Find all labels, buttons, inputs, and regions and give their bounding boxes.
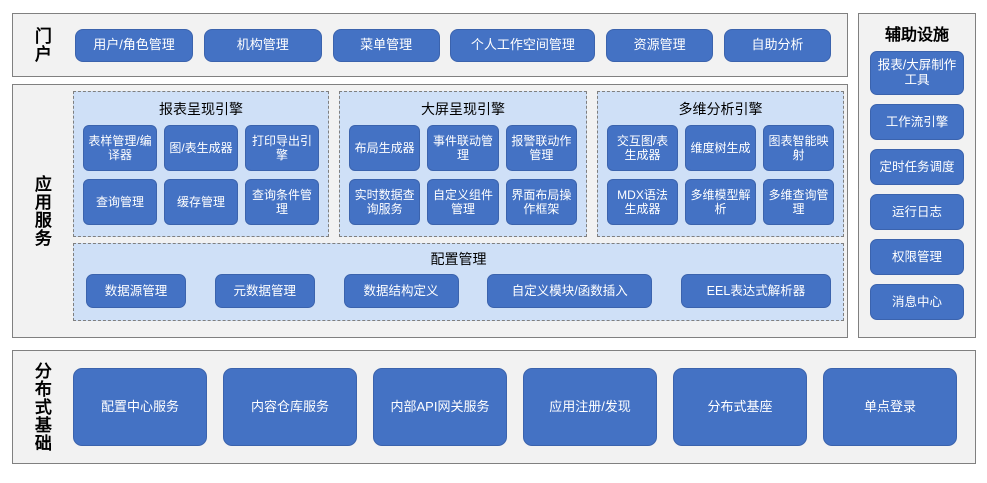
configuration-management-title: 配置管理 (430, 251, 487, 267)
engine-item-realtime-data-query-service[interactable]: 实时数据查询服务 (349, 179, 421, 225)
aux-item-runtime-log[interactable]: 运行日志 (870, 194, 964, 230)
distributed-base-section: 分布式基础 配置中心服务 内容仓库服务 内部API网关服务 应用注册/发现 分布… (12, 350, 976, 464)
portal-button-menu-management[interactable]: 菜单管理 (332, 28, 440, 62)
multidimensional-analysis-engine-group: 多维分析引擎 交互图/表生成器 维度树生成 图表智能映射 MDX语法生成器 多维… (597, 91, 844, 237)
large-screen-rendering-engine-items: 布局生成器 事件联动管理 报警联动作管理 实时数据查询服务 自定义组件管理 界面… (340, 125, 586, 233)
application-services-content: 报表呈现引擎 表样管理/编译器 图/表生成器 打印导出引擎 查询管理 缓存管理 … (73, 91, 844, 331)
portal-button-group: 用户/角色管理 机构管理 菜单管理 个人工作空间管理 资源管理 自助分析 (73, 14, 837, 76)
aux-item-workflow-engine[interactable]: 工作流引擎 (870, 104, 964, 140)
configuration-management-group: 配置管理 数据源管理 元数据管理 数据结构定义 自定义模块/函数插入 EEL表达… (73, 243, 844, 321)
config-item-datasource-management[interactable]: 数据源管理 (86, 274, 186, 308)
config-item-metadata-management[interactable]: 元数据管理 (214, 274, 315, 308)
engine-item-multidimensional-query-management[interactable]: 多维查询管理 (763, 179, 834, 225)
application-services-section-label: 应用服务 (31, 175, 51, 247)
engine-item-print-export-engine[interactable]: 打印导出引擎 (245, 125, 319, 171)
auxiliary-facilities-title: 辅助设施 (884, 27, 949, 44)
large-screen-rendering-engine-title: 大屏呈现引擎 (421, 101, 505, 117)
base-button-distributed-foundation[interactable]: 分布式基座 (673, 368, 807, 446)
report-rendering-engine-group: 报表呈现引擎 表样管理/编译器 图/表生成器 打印导出引擎 查询管理 缓存管理 … (73, 91, 329, 237)
engine-item-multidimensional-model-parsing[interactable]: 多维模型解析 (685, 179, 756, 225)
engine-item-query-management[interactable]: 查询管理 (83, 179, 157, 225)
config-item-data-structure-definition[interactable]: 数据结构定义 (343, 274, 459, 308)
engine-item-custom-component-management[interactable]: 自定义组件管理 (427, 179, 499, 225)
configuration-management-items: 数据源管理 元数据管理 数据结构定义 自定义模块/函数插入 EEL表达式解析器 (74, 274, 843, 308)
aux-item-report-dashboard-authoring-tool[interactable]: 报表/大屏制作工具 (870, 51, 964, 95)
portal-button-org-management[interactable]: 机构管理 (203, 28, 322, 62)
engine-item-chart-table-generator[interactable]: 图/表生成器 (164, 125, 238, 171)
engine-item-ui-layout-operation-framework[interactable]: 界面布局操作框架 (505, 179, 577, 225)
aux-item-scheduled-task-scheduling[interactable]: 定时任务调度 (870, 149, 964, 185)
auxiliary-facilities-section: 辅助设施 报表/大屏制作工具 工作流引擎 定时任务调度 运行日志 权限管理 消息… (858, 13, 976, 338)
multidimensional-analysis-engine-items: 交互图/表生成器 维度树生成 图表智能映射 MDX语法生成器 多维模型解析 多维… (598, 125, 843, 233)
engine-item-chart-intelligent-mapping[interactable]: 图表智能映射 (763, 125, 834, 171)
engine-item-alarm-linkage-action-management[interactable]: 报警联动作管理 (505, 125, 577, 171)
aux-item-message-center[interactable]: 消息中心 (870, 284, 964, 320)
engine-item-layout-generator[interactable]: 布局生成器 (349, 125, 421, 171)
application-services-section: 应用服务 报表呈现引擎 表样管理/编译器 图/表生成器 打印导出引擎 查询管理 … (12, 84, 848, 338)
report-rendering-engine-title: 报表呈现引擎 (159, 101, 243, 117)
engine-item-dimension-tree-generation[interactable]: 维度树生成 (685, 125, 756, 171)
base-button-content-repository-service[interactable]: 内容仓库服务 (223, 368, 357, 446)
engine-item-cache-management[interactable]: 缓存管理 (164, 179, 238, 225)
engine-item-query-condition-management[interactable]: 查询条件管理 (245, 179, 319, 225)
portal-button-user-role-management[interactable]: 用户/角色管理 (75, 28, 193, 62)
portal-button-personal-workspace-management[interactable]: 个人工作空间管理 (450, 28, 596, 62)
large-screen-rendering-engine-group: 大屏呈现引擎 布局生成器 事件联动管理 报警联动作管理 实时数据查询服务 自定义… (339, 91, 587, 237)
engine-item-interactive-chart-table-generator[interactable]: 交互图/表生成器 (607, 125, 678, 171)
aux-item-permission-management[interactable]: 权限管理 (870, 239, 964, 275)
multidimensional-analysis-engine-title: 多维分析引擎 (678, 101, 763, 117)
base-button-single-sign-on[interactable]: 单点登录 (823, 368, 957, 446)
base-button-app-registration-discovery[interactable]: 应用注册/发现 (523, 368, 657, 446)
base-button-internal-api-gateway-service[interactable]: 内部API网关服务 (373, 368, 507, 446)
base-button-config-center-service[interactable]: 配置中心服务 (73, 368, 207, 446)
auxiliary-facilities-items: 报表/大屏制作工具 工作流引擎 定时任务调度 运行日志 权限管理 消息中心 (859, 51, 975, 326)
portal-section: 门户 用户/角色管理 机构管理 菜单管理 个人工作空间管理 资源管理 自助分析 (12, 13, 848, 77)
portal-button-resource-management[interactable]: 资源管理 (606, 28, 714, 62)
engine-item-mdx-syntax-generator[interactable]: MDX语法生成器 (607, 179, 678, 225)
config-item-eel-expression-parser[interactable]: EEL表达式解析器 (681, 274, 831, 308)
distributed-base-button-group: 配置中心服务 内容仓库服务 内部API网关服务 应用注册/发现 分布式基座 单点… (69, 351, 965, 463)
report-rendering-engine-items: 表样管理/编译器 图/表生成器 打印导出引擎 查询管理 缓存管理 查询条件管理 (74, 125, 328, 233)
engine-item-template-management-compiler[interactable]: 表样管理/编译器 (83, 125, 157, 171)
distributed-base-section-label: 分布式基础 (31, 362, 51, 452)
portal-button-self-service-analysis[interactable]: 自助分析 (723, 28, 831, 62)
config-item-custom-module-function-insertion[interactable]: 自定义模块/函数插入 (487, 274, 653, 308)
portal-section-label: 门户 (31, 27, 51, 63)
engine-item-event-linkage-management[interactable]: 事件联动管理 (427, 125, 499, 171)
